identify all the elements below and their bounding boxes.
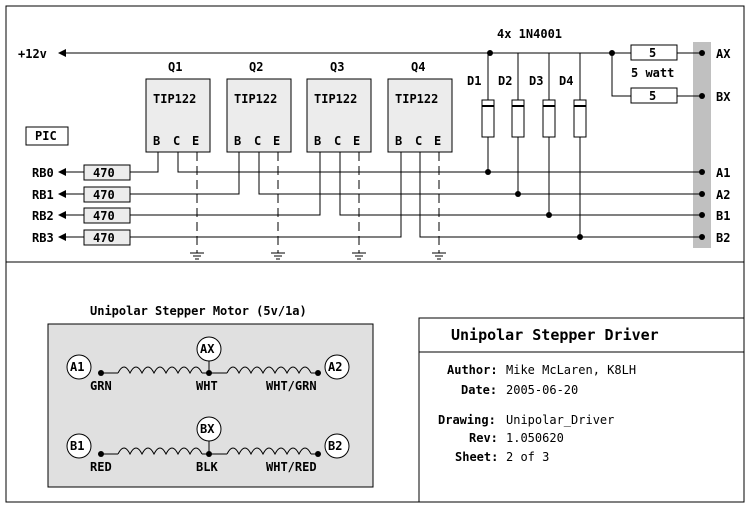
svg-text:B1: B1: [70, 439, 84, 453]
svg-text:470: 470: [93, 209, 115, 223]
svg-text:TIP122: TIP122: [153, 92, 196, 106]
svg-text:E: E: [273, 134, 280, 148]
svg-text:WHT/GRN: WHT/GRN: [266, 379, 317, 393]
svg-text:D1: D1: [467, 74, 481, 88]
svg-text:Q1: Q1: [168, 60, 182, 74]
svg-text:C: C: [415, 134, 422, 148]
terminal-ax-label: AX: [716, 47, 731, 61]
svg-text:WHT/RED: WHT/RED: [266, 460, 317, 474]
svg-text:B: B: [153, 134, 160, 148]
svg-text:A2: A2: [328, 360, 342, 374]
input-rb3: RB3 470: [32, 152, 402, 246]
svg-text:Q4: Q4: [411, 60, 425, 74]
svg-text:A1: A1: [70, 360, 84, 374]
svg-text:B2: B2: [716, 231, 730, 245]
svg-text:Date:: Date:: [461, 383, 497, 397]
diode-d3: D3: [529, 53, 556, 215]
svg-text:2 of 3: 2 of 3: [506, 450, 549, 464]
svg-text:C: C: [334, 134, 341, 148]
svg-text:A1: A1: [716, 166, 730, 180]
svg-text:Drawing:: Drawing:: [438, 413, 496, 427]
svg-text:470: 470: [93, 166, 115, 180]
svg-text:RB3: RB3: [32, 231, 54, 245]
svg-text:Sheet:: Sheet:: [455, 450, 498, 464]
svg-text:D2: D2: [498, 74, 512, 88]
terminal-strip: [693, 42, 711, 248]
svg-text:WHT: WHT: [196, 379, 218, 393]
pic-box: [25, 126, 69, 146]
terminal-bx-label: BX: [716, 90, 731, 104]
svg-text:BX: BX: [200, 422, 215, 436]
svg-text:TIP122: TIP122: [395, 92, 438, 106]
transistor-q2: Q2 TIP122 B C E: [226, 60, 292, 153]
svg-text:Author:: Author:: [447, 363, 498, 377]
input-rb2: RB2 470: [32, 152, 321, 224]
svg-text:Q3: Q3: [330, 60, 344, 74]
transistor-q4: Q4 TIP122 B C E: [387, 60, 453, 153]
drawing-title: Unipolar Stepper Driver: [451, 326, 659, 344]
svg-text:BLK: BLK: [196, 460, 218, 474]
supply-rail: +12v: [18, 47, 700, 61]
svg-text:TIP122: TIP122: [314, 92, 357, 106]
svg-text:470: 470: [93, 188, 115, 202]
svg-text:B: B: [395, 134, 402, 148]
svg-text:Q2: Q2: [249, 60, 263, 74]
svg-text:RB1: RB1: [32, 188, 54, 202]
svg-text:B: B: [234, 134, 241, 148]
svg-text:470: 470: [93, 231, 115, 245]
svg-text:B1: B1: [716, 209, 730, 223]
svg-text:C: C: [254, 134, 261, 148]
svg-text:B2: B2: [328, 439, 342, 453]
svg-text:E: E: [192, 134, 199, 148]
svg-text:D3: D3: [529, 74, 543, 88]
svg-text:E: E: [434, 134, 441, 148]
svg-text:GRN: GRN: [90, 379, 112, 393]
output-a2: A2: [258, 152, 730, 202]
svg-text:TIP122: TIP122: [234, 92, 277, 106]
svg-text:Rev:: Rev:: [469, 431, 498, 445]
svg-text:5: 5: [649, 89, 656, 103]
diode-d1: D1: [467, 53, 495, 172]
motor-coil-a: A1 AX A2 GRN WHT WHT/GRN: [66, 336, 350, 393]
emitter-grounds: [190, 152, 446, 260]
transistor-q3: Q3 TIP122 B C E: [306, 60, 372, 153]
svg-text:A2: A2: [716, 188, 730, 202]
output-a1: A1: [177, 152, 730, 180]
drawing-frame: [5, 5, 745, 503]
power-resistor-ax: 5 AX: [630, 44, 731, 61]
svg-text:RED: RED: [90, 460, 112, 474]
diode-d4: D4: [559, 53, 587, 237]
resistor-watt-label: 5 watt: [631, 66, 674, 80]
motor-title: Unipolar Stepper Motor (5v/1a): [90, 304, 307, 318]
svg-text:E: E: [353, 134, 360, 148]
pic-label: PIC: [35, 129, 57, 143]
transistor-q1: Q1 TIP122 B C E: [145, 60, 211, 153]
svg-text:5: 5: [649, 46, 656, 60]
diode-array-label: 4x 1N4001: [497, 27, 562, 41]
svg-text:D4: D4: [559, 74, 573, 88]
svg-text:AX: AX: [200, 342, 215, 356]
svg-text:1.050620: 1.050620: [506, 431, 564, 445]
svg-text:RB0: RB0: [32, 166, 54, 180]
title-block: Unipolar Stepper Driver Author: Mike McL…: [418, 317, 745, 503]
svg-text:Mike McLaren, K8LH: Mike McLaren, K8LH: [506, 363, 636, 377]
motor-coil-b: B1 BX B2 RED BLK WHT/RED: [66, 416, 350, 474]
svg-text:RB2: RB2: [32, 209, 54, 223]
output-b1: B1: [339, 152, 730, 223]
input-rb1: RB1 470: [32, 152, 240, 203]
svg-text:2005-06-20: 2005-06-20: [506, 383, 578, 397]
svg-text:C: C: [173, 134, 180, 148]
svg-text:B: B: [314, 134, 321, 148]
svg-text:Unipolar_Driver: Unipolar_Driver: [506, 413, 614, 427]
supply-label: +12v: [18, 47, 47, 61]
power-resistor-bx: 5 BX: [611, 53, 731, 104]
diode-d2: D2: [498, 53, 525, 194]
output-b2: B2: [419, 152, 730, 245]
input-rb0: RB0 470: [32, 152, 159, 181]
